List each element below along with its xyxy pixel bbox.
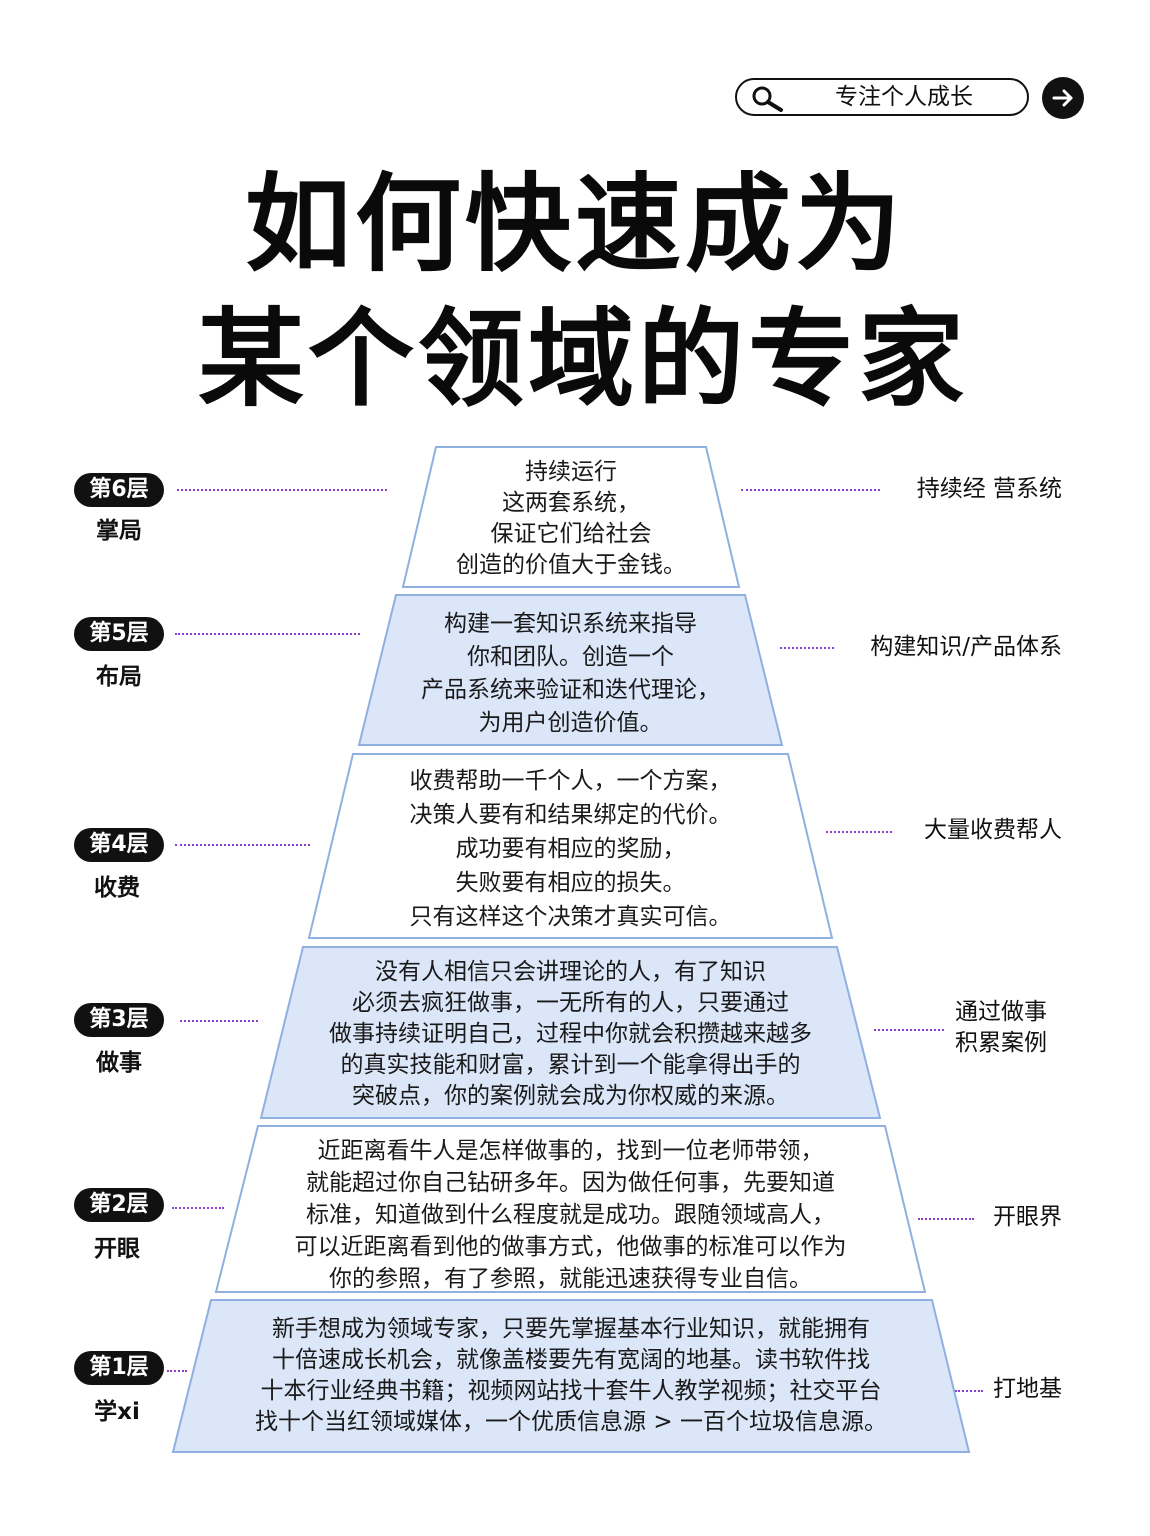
- layer-2-right-connector: [918, 1218, 974, 1220]
- layer-5-right-connector: [780, 647, 834, 649]
- layer-6-name: 掌局: [96, 518, 142, 544]
- search-icon: [752, 86, 783, 112]
- layer-2-summary: 开眼界: [993, 1204, 1062, 1230]
- layer-4-badge: 第4层: [74, 828, 164, 862]
- layer-2-shape: [214, 1125, 927, 1293]
- layer-2-left-connector: [172, 1207, 224, 1209]
- layer-5-name: 布局: [96, 664, 142, 690]
- page-title-line1: 如何快速成为: [245, 163, 905, 286]
- layer-5-summary: 构建知识/产品体系: [870, 634, 1062, 660]
- layer-6-right-connector: [741, 489, 880, 491]
- search-bar[interactable]: 专注个人成长: [735, 78, 1029, 116]
- layer-1-summary: 打地基: [993, 1376, 1062, 1402]
- layer-5-left-connector: [175, 633, 360, 635]
- layer-1-right-connector: [955, 1390, 983, 1392]
- layer-1-shape: [171, 1299, 971, 1453]
- layer-6-text: 持续运行这两套系统，保证它们给社会创造的价值大于金钱。: [456, 459, 686, 578]
- layer-4-summary: 大量收费帮人: [924, 817, 1062, 843]
- layer-6-shape: [401, 446, 741, 588]
- search-text: 专注个人成长: [835, 84, 973, 110]
- layer-3-right-connector: [874, 1029, 944, 1031]
- layer-2-name: 开眼: [94, 1236, 140, 1262]
- layer-1-text: 新手想成为领域专家，只要先掌握基本行业知识，就能拥有十倍速成长机会，就像盖楼要先…: [255, 1316, 887, 1435]
- layer-3-badge: 第3层: [74, 1003, 164, 1037]
- layer-3-shape: [259, 946, 882, 1119]
- layer-5-shape: [357, 594, 784, 746]
- layer-4-shape: [307, 753, 834, 939]
- layer-3-summary: 通过做事积累案例: [955, 999, 1047, 1056]
- layer-6-left-connector: [177, 489, 387, 491]
- layer-4-text: 收费帮助一千个人，一个方案，决策人要有和结果绑定的代价。成功要有相应的奖励，失败…: [409, 768, 732, 930]
- layer-1-name: 学xi: [94, 1399, 140, 1425]
- layer-6-badge: 第6层: [74, 473, 164, 507]
- layer-5-text: 构建一套知识系统来指导你和团队。创造一个产品系统来验证和迭代理论，为用户创造价值…: [421, 611, 720, 736]
- arrow-right-icon: [1052, 89, 1073, 107]
- layer-6-summary: 持续经 营系统: [916, 476, 1062, 502]
- layer-2-badge: 第2层: [74, 1188, 164, 1222]
- page-title-line2: 某个领域的专家: [198, 298, 968, 421]
- layer-4-right-connector: [826, 831, 892, 833]
- layer-3-name: 做事: [96, 1050, 142, 1076]
- layer-4-name: 收费: [94, 875, 140, 901]
- layer-3-left-connector: [180, 1020, 258, 1022]
- layer-2-text: 近距离看牛人是怎样做事的，找到一位老师带领，就能超过你自己钻研多年。因为做任何事…: [294, 1138, 847, 1292]
- layer-1-badge: 第1层: [74, 1351, 164, 1385]
- layer-5-badge: 第5层: [74, 617, 164, 651]
- layer-1-left-connector: [167, 1370, 187, 1372]
- layer-4-left-connector: [175, 844, 310, 846]
- go-button[interactable]: [1042, 77, 1084, 119]
- layer-3-text: 没有人相信只会讲理论的人，有了知识必须去疯狂做事，一无所有的人，只要通过做事持续…: [329, 959, 812, 1109]
